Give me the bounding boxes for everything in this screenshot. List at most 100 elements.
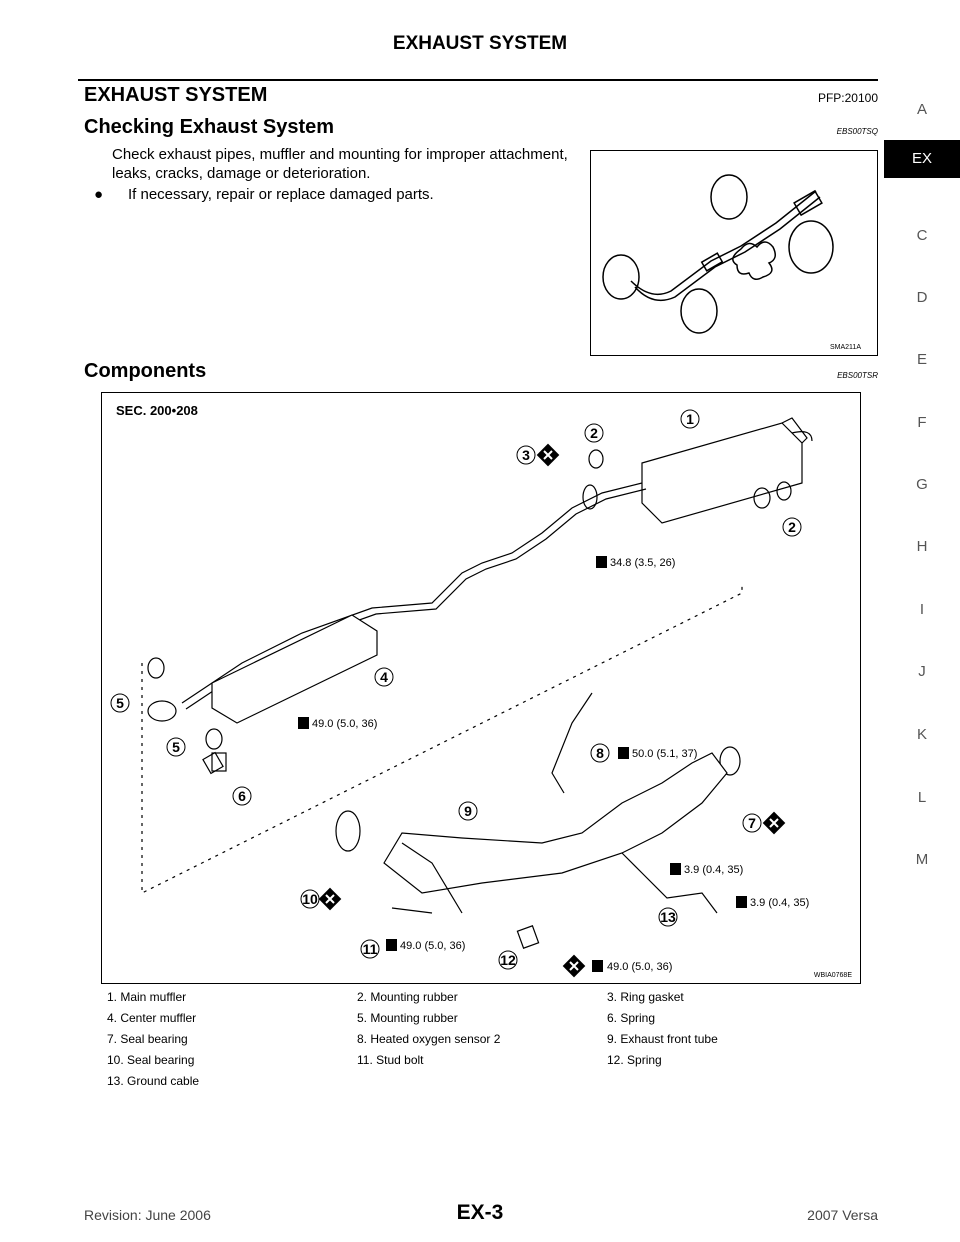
torque-label: 3.9 (0.4, 35) <box>750 897 809 909</box>
bullet-icon: ● <box>94 186 104 203</box>
checking-code: EBS00TSQ <box>836 127 878 136</box>
svg-text:7: 7 <box>748 815 756 831</box>
legend-item <box>607 1074 857 1095</box>
callout-5b: 5 <box>166 737 186 757</box>
callout-2b: 2 <box>782 517 802 537</box>
tab-g[interactable]: G <box>916 476 928 493</box>
legend-item: 13. Ground cable <box>107 1074 200 1088</box>
legend-item: 10. Seal bearing <box>107 1053 195 1067</box>
overview-figure-id: SMA211A <box>830 344 861 351</box>
footer-page-number: EX-3 <box>456 1201 504 1224</box>
legend-item: 1. Main muffler <box>107 990 187 1004</box>
callout-2: 2 <box>584 423 604 443</box>
legend-row: 10. Seal bearing 11. Stud bolt 12. Sprin… <box>107 1053 857 1074</box>
legend-item: 9. Exhaust front tube <box>607 1032 718 1046</box>
legend-item: 3. Ring gasket <box>607 990 684 1004</box>
tab-j[interactable]: J <box>918 663 926 680</box>
tab-spacer <box>884 178 960 199</box>
tab-a[interactable]: A <box>916 101 927 118</box>
exhaust-overview-figure: SMA211A <box>590 150 878 356</box>
torque-label: 3.9 (0.4, 35) <box>684 864 743 876</box>
checking-bullet: If necessary, repair or replace damaged … <box>128 186 434 203</box>
torque-icon <box>736 896 747 908</box>
torque-icon <box>386 939 397 951</box>
callout-5: 5 <box>110 693 130 713</box>
legend-item: 5. Mounting rubber <box>357 1011 458 1025</box>
sec-label: SEC. 200•208 <box>116 403 198 418</box>
svg-text:3: 3 <box>522 447 530 463</box>
tab-k[interactable]: K <box>916 726 927 743</box>
parts-legend: 1. Main muffler 2. Mounting rubber 3. Ri… <box>107 990 857 1095</box>
svg-text:9: 9 <box>464 803 472 819</box>
checking-paragraph: Check exhaust pipes, muffler and mountin… <box>112 146 568 182</box>
components-code: EBS00TSR <box>837 371 878 380</box>
svg-text:2: 2 <box>788 519 796 535</box>
callout-6: 6 <box>232 786 252 806</box>
torque-icon <box>596 556 607 568</box>
torque-label: 49.0 (5.0, 36) <box>607 961 672 973</box>
legend-row: 1. Main muffler 2. Mounting rubber 3. Ri… <box>107 990 857 1011</box>
callout-13: 13 <box>658 907 678 927</box>
running-header-title: EXHAUST SYSTEM <box>392 33 568 54</box>
components-figure: SEC. 200•208 <box>101 392 861 984</box>
svg-text:5: 5 <box>172 739 180 755</box>
callout-1: 1 <box>680 409 700 429</box>
callout-11: 11 <box>360 939 380 959</box>
torque-label: 34.8 (3.5, 26) <box>610 557 675 569</box>
torque-icon <box>298 717 309 729</box>
torque-label: 49.0 (5.0, 36) <box>312 718 377 730</box>
callout-3: 3 <box>516 445 536 465</box>
section-title: EXHAUST SYSTEM <box>84 84 268 106</box>
tab-h[interactable]: H <box>916 538 928 555</box>
legend-row: 13. Ground cable <box>107 1074 857 1095</box>
legend-item: 7. Seal bearing <box>107 1032 188 1046</box>
tab-l[interactable]: L <box>917 789 927 806</box>
legend-row: 7. Seal bearing 8. Heated oxygen sensor … <box>107 1032 857 1053</box>
svg-text:4: 4 <box>380 669 388 685</box>
checking-title: Checking Exhaust System <box>84 116 335 138</box>
components-heading: Components <box>84 360 206 383</box>
callout-4: 4 <box>374 667 394 687</box>
legend-item: 2. Mounting rubber <box>357 990 458 1004</box>
tab-ex[interactable]: EX <box>884 140 960 178</box>
svg-text:1: 1 <box>686 411 694 427</box>
header-rule <box>78 79 878 81</box>
components-title: Components <box>84 360 207 382</box>
legend-item: 4. Center muffler <box>107 1011 197 1025</box>
legend-item: 12. Spring <box>607 1053 662 1067</box>
components-drawing: SEC. 200•208 <box>110 403 813 978</box>
svg-text:5: 5 <box>116 695 124 711</box>
callout-10: 10 <box>300 889 320 909</box>
legend-item: 8. Heated oxygen sensor 2 <box>357 1032 501 1046</box>
tab-e[interactable]: E <box>916 351 927 368</box>
svg-text:10: 10 <box>302 891 318 907</box>
tab-m[interactable]: M <box>915 851 929 868</box>
torque-icon <box>618 747 629 759</box>
svg-text:11: 11 <box>363 941 378 957</box>
torque-icon <box>670 863 681 875</box>
legend-row: 4. Center muffler 5. Mounting rubber 6. … <box>107 1011 857 1032</box>
pfp-code: PFP:20100 <box>817 91 878 105</box>
callout-9: 9 <box>458 801 478 821</box>
do-not-reuse-icons <box>318 443 786 978</box>
footer-model: 2007 Versa <box>807 1207 878 1223</box>
tab-i[interactable]: I <box>919 601 925 618</box>
footer-revision: Revision: June 2006 <box>84 1207 211 1223</box>
legend-item: 11. Stud bolt <box>357 1053 424 1067</box>
section-tabs: A EX C D E F G H I J K L M <box>884 100 960 868</box>
tab-f[interactable]: F <box>917 414 927 431</box>
torque-label: 50.0 (5.1, 37) <box>632 748 697 760</box>
torque-icon <box>592 960 603 972</box>
callout-12: 12 <box>498 950 518 970</box>
svg-text:8: 8 <box>596 745 604 761</box>
checking-heading: Checking Exhaust System <box>84 116 334 139</box>
svg-text:6: 6 <box>238 788 246 804</box>
svg-text:12: 12 <box>500 952 516 968</box>
exhaust-overview-drawing <box>602 174 834 334</box>
components-figure-id: WBIA0768E <box>813 972 852 979</box>
tab-d[interactable]: D <box>916 289 928 306</box>
tab-c[interactable]: C <box>916 227 928 244</box>
legend-item <box>357 1074 607 1095</box>
svg-text:2: 2 <box>590 425 598 441</box>
legend-item: 6. Spring <box>607 1011 656 1025</box>
